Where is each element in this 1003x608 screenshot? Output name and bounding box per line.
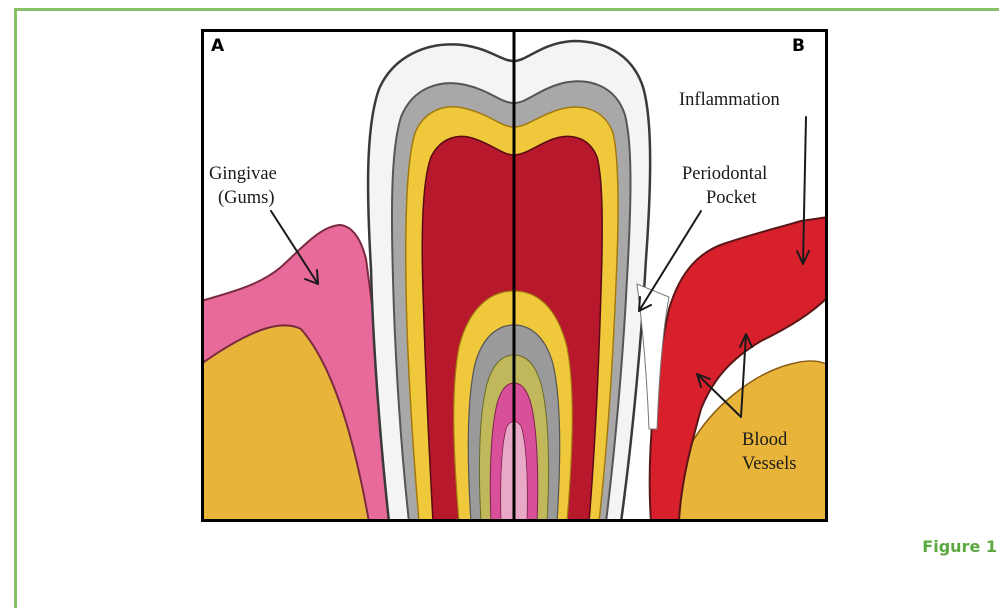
label-periodontal: Periodontal bbox=[682, 164, 767, 184]
figure-caption: Figure 1 bbox=[922, 537, 997, 556]
label-pocket: Pocket bbox=[706, 188, 757, 208]
panel-label-b: B bbox=[792, 36, 805, 56]
tooth-diagram-svg: A B Gingivae (Gums) Inflammation Periodo… bbox=[201, 29, 828, 522]
label-gingivae: Gingivae bbox=[209, 164, 277, 184]
label-vessels: Vessels bbox=[742, 454, 796, 474]
label-gums: (Gums) bbox=[218, 188, 275, 208]
panel-label-a: A bbox=[211, 36, 225, 56]
label-inflammation: Inflammation bbox=[679, 90, 780, 110]
tooth-diagram: A B Gingivae (Gums) Inflammation Periodo… bbox=[201, 29, 828, 522]
label-blood: Blood bbox=[742, 430, 788, 450]
